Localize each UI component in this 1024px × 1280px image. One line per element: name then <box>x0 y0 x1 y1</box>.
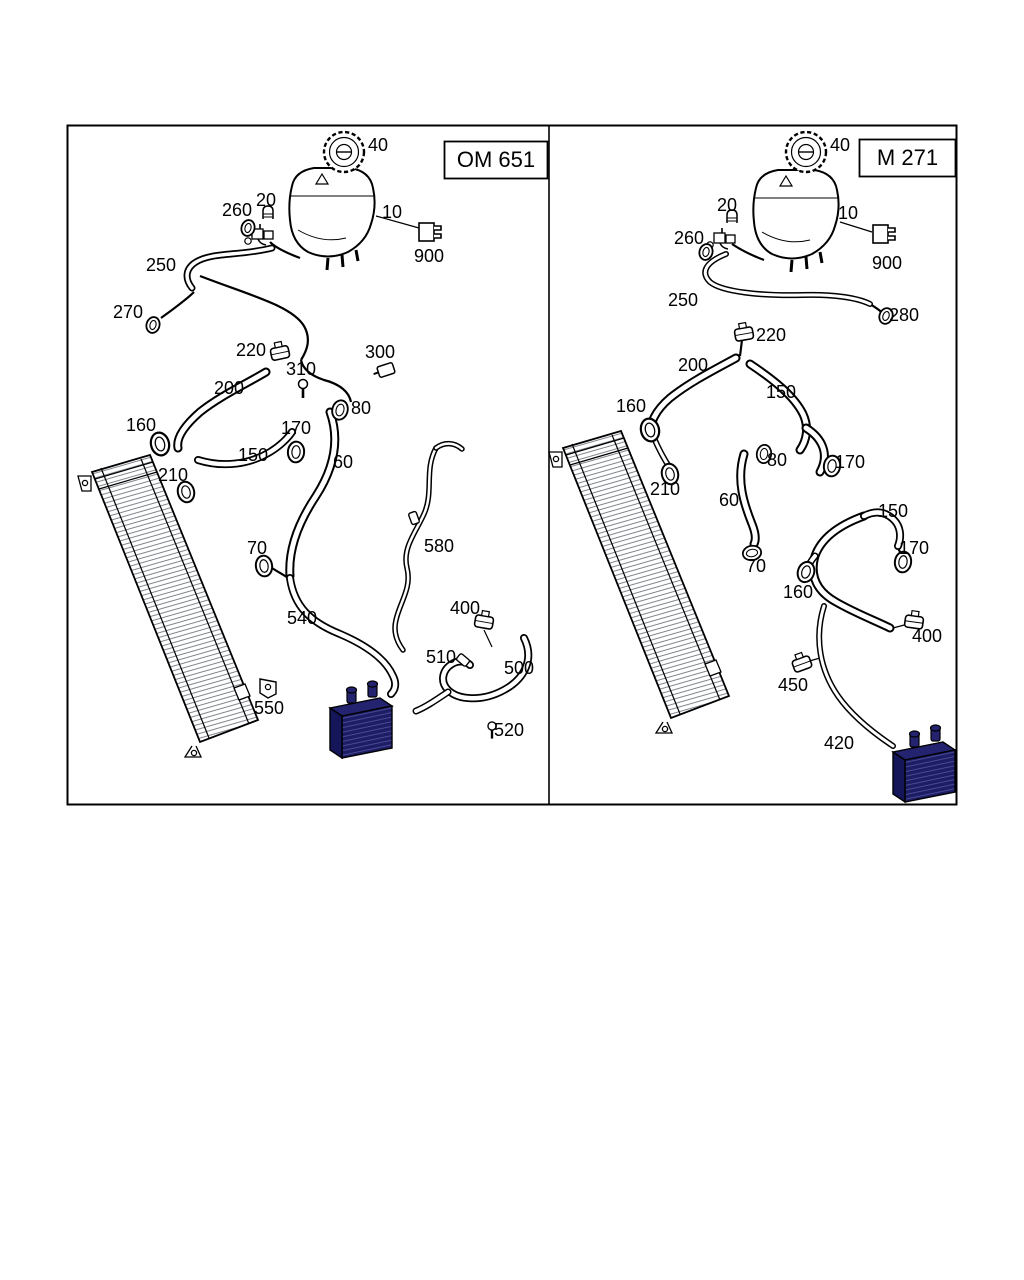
seal-ring-70 <box>253 553 275 579</box>
seal-ring-160 <box>637 415 663 445</box>
clip-20 <box>262 205 274 220</box>
hose-250 <box>705 254 870 304</box>
hose-200 <box>178 372 266 448</box>
hose-200 <box>651 358 736 468</box>
seal-ring-210 <box>174 479 198 505</box>
clamp-220 <box>268 339 291 362</box>
om651-title-box <box>443 140 549 180</box>
tank-cap <box>784 130 828 174</box>
hose-150 <box>198 432 292 464</box>
panel-title-m271: M 271 <box>876 145 939 170</box>
seal-ring-170-lower <box>892 549 914 575</box>
diagram-border <box>66 124 958 806</box>
leader-lines <box>375 215 493 648</box>
seal-ring-160 <box>147 429 173 459</box>
seal-ring-210 <box>658 461 682 487</box>
hose-540 <box>290 578 395 694</box>
level-sensor-plug <box>872 224 896 244</box>
diagram-frame <box>66 124 958 806</box>
hose-60 <box>741 454 756 544</box>
fitting-300 <box>370 361 397 381</box>
hose-580 <box>395 444 462 650</box>
clamp-450 <box>788 649 814 674</box>
hose-500 <box>416 638 528 711</box>
panel-title-om651: OM 651 <box>456 147 536 172</box>
seal-ring-280 <box>876 305 896 327</box>
expansion-tank <box>287 166 377 272</box>
bolt-520 <box>486 720 498 740</box>
m271-title-box <box>858 138 957 178</box>
tank-cap <box>322 130 366 174</box>
radiator <box>548 430 730 734</box>
clamp-400 <box>473 608 496 631</box>
seal-ring-270 <box>143 314 163 336</box>
bolt-310 <box>297 378 309 400</box>
hose-250 <box>187 248 272 288</box>
hose-60 <box>290 412 335 576</box>
panel-om651-art <box>77 130 528 759</box>
expansion-tank <box>751 168 841 274</box>
seal-ring-70 <box>740 543 764 563</box>
clamp-220 <box>732 320 755 343</box>
hose-580-fitting <box>407 510 421 526</box>
bracket-550 <box>259 678 277 699</box>
clamp-400 <box>903 609 926 630</box>
oil-cooler <box>329 680 393 759</box>
radiator <box>77 454 259 758</box>
level-sensor-plug <box>418 222 442 242</box>
clip-20 <box>726 209 738 224</box>
bleed-pipes <box>160 241 353 579</box>
seal-ring-80 <box>754 443 774 465</box>
panel-m271-art <box>548 130 956 803</box>
oil-cooler <box>892 724 956 803</box>
seal-ring-170 <box>286 440 306 464</box>
